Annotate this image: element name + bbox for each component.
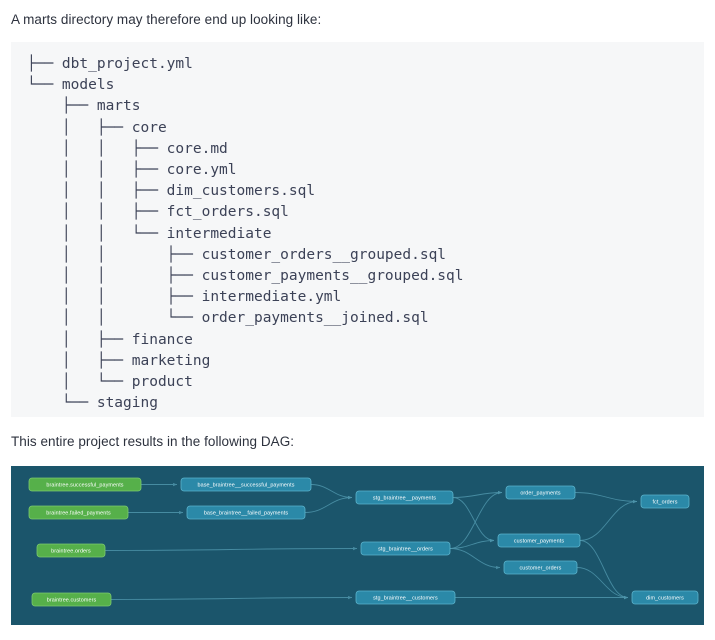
- dag-edge: [104, 546, 358, 551]
- dag-node-box[interactable]: [36, 543, 106, 558]
- tree-caption: A marts directory may therefore end up l…: [11, 12, 322, 27]
- dag-node-box[interactable]: [28, 477, 142, 492]
- dag-node-label: customer_payments: [514, 538, 564, 544]
- dag-node-dim_customers[interactable]: dim_customers: [631, 590, 699, 605]
- dag-edge: [576, 567, 629, 600]
- dag-node-stg_braintree__payments[interactable]: stg_braintree__payments: [355, 490, 454, 505]
- dag-node-layer: braintree.successful_payments braintree.f…: [28, 477, 699, 607]
- dag-edge: [579, 499, 638, 541]
- dag-node-base_braintree__successful_payments[interactable]: base_braintree__successful_payments: [180, 477, 312, 492]
- dag-node-label: order_payments: [520, 490, 561, 496]
- dag-node-braintree_successful_payments[interactable]: braintree.successful_payments: [28, 477, 142, 492]
- dag-graph: braintree.successful_payments braintree.f…: [28, 477, 699, 607]
- dag-node-stg_braintree__customers[interactable]: stg_braintree__customers: [355, 590, 456, 605]
- dag-node-box[interactable]: [640, 494, 690, 509]
- dag-edge: [310, 484, 353, 500]
- dag-node-box[interactable]: [180, 477, 312, 492]
- dag-caption: This entire project results in the follo…: [11, 434, 295, 449]
- dag-node-label: stg_braintree__payments: [373, 495, 436, 501]
- dag-edge: [449, 490, 503, 549]
- dag-node-box[interactable]: [503, 560, 578, 575]
- dag-node-label: customer_orders: [520, 565, 562, 571]
- dag-node-label: braintree.failed_payments: [46, 510, 111, 516]
- dag-node-label: braintree.successful_payments: [46, 482, 123, 488]
- dag-node-braintree_failed_payments[interactable]: braintree.failed_payments: [28, 505, 129, 520]
- dag-node-base_braintree__failed_payments[interactable]: base_braintree__failed_payments: [186, 505, 306, 520]
- dag-node-label: stg_braintree__customers: [373, 595, 438, 601]
- dag-node-customer_payments[interactable]: customer_payments: [497, 533, 581, 548]
- dag-node-label: base_braintree__successful_payments: [198, 482, 295, 488]
- dag-node-customer_orders[interactable]: customer_orders: [503, 560, 578, 575]
- dag-edge: [579, 540, 629, 600]
- dag-node-label: dim_customers: [646, 595, 684, 601]
- dag-edge-layer: [104, 482, 638, 600]
- dag-edge: [574, 492, 638, 504]
- dag-node-box[interactable]: [28, 505, 129, 520]
- directory-tree-text: ├── dbt_project.yml └── models ├── marts…: [27, 56, 464, 412]
- dag-node-stg_braintree__orders[interactable]: stg_braintree__orders: [360, 541, 451, 556]
- dag-node-box[interactable]: [31, 592, 112, 607]
- dag-edge: [452, 490, 503, 498]
- dag-node-box[interactable]: [505, 485, 576, 500]
- dag-edge: [110, 595, 353, 600]
- dag-node-braintree_customers[interactable]: braintree.customers: [31, 592, 112, 607]
- dag-node-box[interactable]: [360, 541, 451, 556]
- dag-node-box[interactable]: [355, 490, 454, 505]
- dag-node-label: braintree.customers: [47, 597, 97, 603]
- dag-node-label: fct_orders: [653, 499, 678, 505]
- dag-edge: [449, 548, 501, 570]
- dag-node-fct_orders[interactable]: fct_orders: [640, 494, 690, 509]
- dag-node-order_payments[interactable]: order_payments: [505, 485, 576, 500]
- dag-node-label: braintree.orders: [51, 548, 91, 554]
- directory-tree-code-block: ├── dbt_project.yml └── models ├── marts…: [11, 42, 704, 417]
- dag-node-box[interactable]: [497, 533, 581, 548]
- dag-node-box[interactable]: [631, 590, 699, 605]
- dag-node-braintree_orders[interactable]: braintree.orders: [36, 543, 106, 558]
- dag-edge: [304, 495, 353, 513]
- dag-panel: braintree.successful_payments braintree.f…: [11, 466, 704, 625]
- dag-node-box[interactable]: [355, 590, 456, 605]
- dag-node-label: stg_braintree__orders: [378, 546, 433, 552]
- dag-node-label: base_braintree__failed_payments: [204, 510, 289, 516]
- dag-edge: [452, 497, 495, 543]
- dag-edge: [449, 538, 495, 549]
- dag-node-box[interactable]: [186, 505, 306, 520]
